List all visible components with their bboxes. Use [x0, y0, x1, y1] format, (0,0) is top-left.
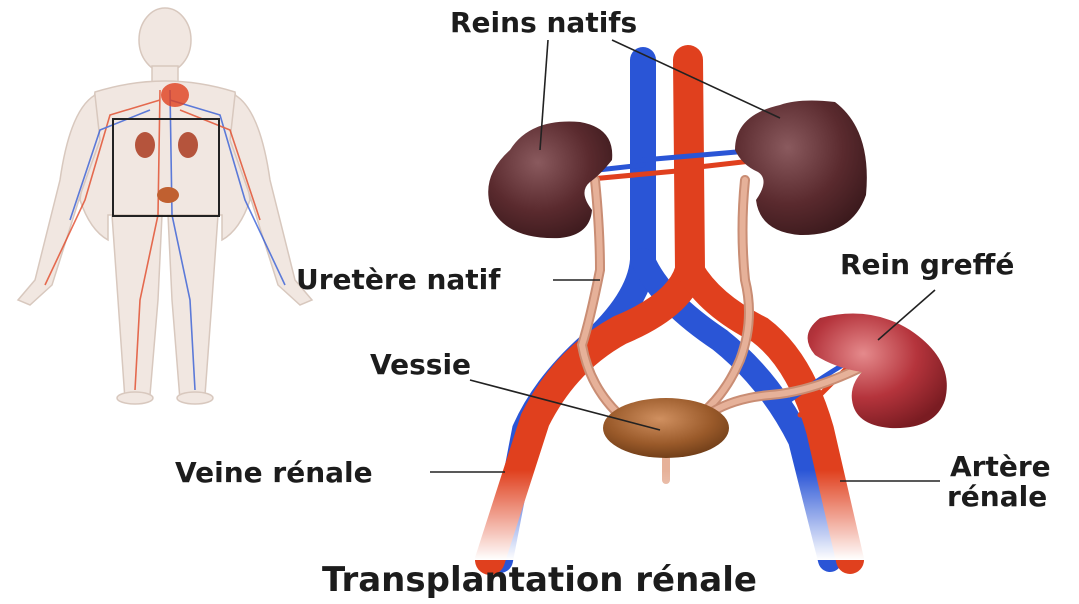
label-uretere-natif: Uretère natif: [296, 265, 500, 295]
diagram-title: Transplantation rénale: [0, 560, 1079, 600]
label-vessie: Vessie: [370, 350, 471, 380]
label-artere-renale-line1: Artère: [950, 452, 1051, 482]
right-native-kidney: [735, 101, 867, 235]
label-reins-natifs: Reins natifs: [450, 8, 637, 38]
label-rein-greffe: Rein greffé: [840, 250, 1014, 280]
label-artere-renale-line2: rénale: [947, 482, 1047, 512]
label-veine-renale: Veine rénale: [175, 458, 373, 488]
body-figure: [18, 8, 312, 404]
bladder: [603, 398, 729, 458]
